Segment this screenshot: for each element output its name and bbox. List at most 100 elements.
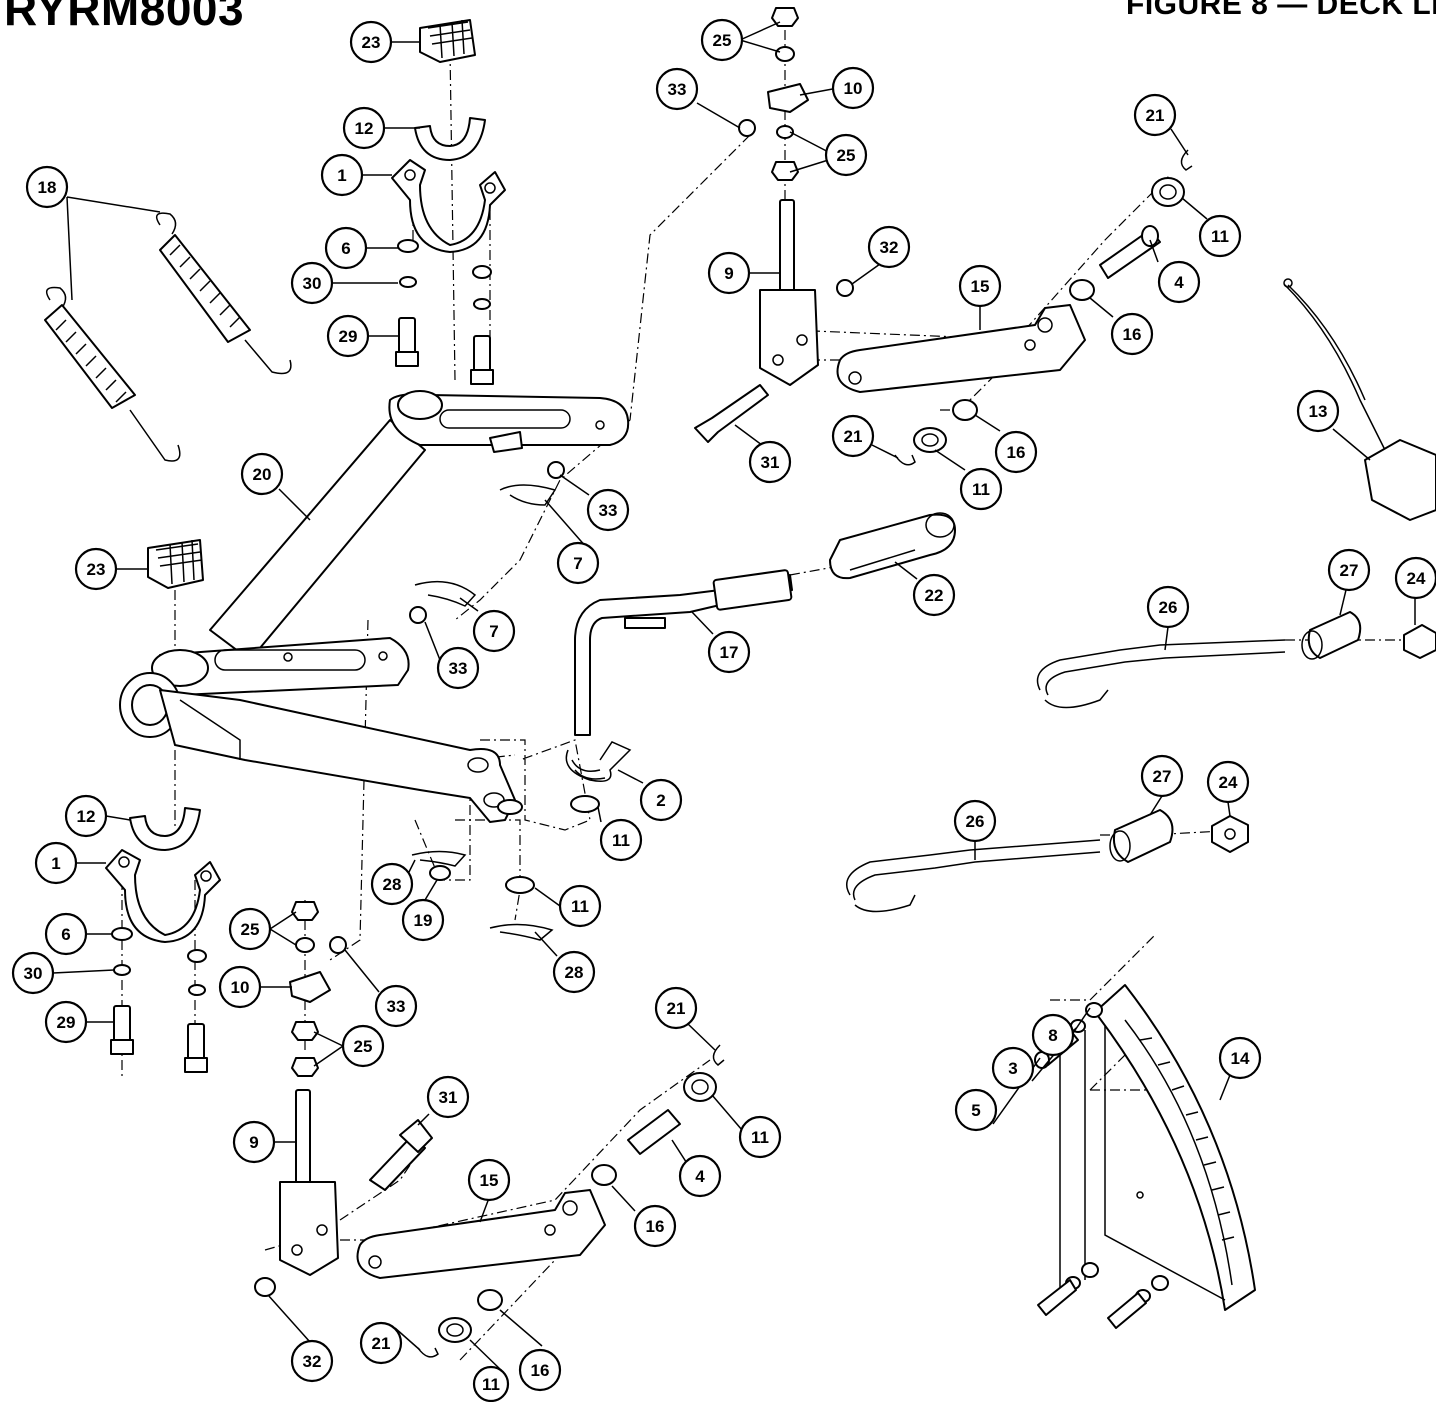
callout-11: 11 bbox=[1198, 214, 1242, 258]
callout-15: 15 bbox=[958, 264, 1002, 308]
callout-16: 16 bbox=[633, 1204, 677, 1248]
callout-13: 13 bbox=[1296, 389, 1340, 433]
callout-2: 2 bbox=[639, 778, 683, 822]
svg-text:33: 33 bbox=[599, 501, 618, 520]
callout-30: 30 bbox=[290, 261, 334, 305]
callout-11: 11 bbox=[472, 1365, 510, 1402]
svg-text:25: 25 bbox=[354, 1037, 373, 1056]
part-shapes bbox=[44, 7, 1436, 1358]
svg-text:11: 11 bbox=[972, 480, 990, 499]
svg-text:21: 21 bbox=[1146, 106, 1165, 125]
callout-6: 6 bbox=[44, 912, 88, 956]
svg-text:28: 28 bbox=[383, 875, 402, 894]
svg-text:23: 23 bbox=[87, 560, 106, 579]
svg-text:11: 11 bbox=[571, 897, 589, 916]
callout-26: 26 bbox=[953, 799, 997, 843]
svg-text:15: 15 bbox=[480, 1171, 499, 1190]
svg-text:6: 6 bbox=[341, 239, 350, 258]
callout-10: 10 bbox=[831, 66, 875, 110]
callout-4: 4 bbox=[1157, 260, 1201, 304]
svg-text:15: 15 bbox=[971, 277, 990, 296]
callout-7: 7 bbox=[472, 609, 516, 653]
svg-text:21: 21 bbox=[667, 999, 686, 1018]
callout-11: 11 bbox=[599, 818, 643, 862]
svg-text:28: 28 bbox=[565, 963, 584, 982]
svg-text:27: 27 bbox=[1340, 561, 1359, 580]
callout-9: 9 bbox=[707, 251, 751, 295]
svg-text:16: 16 bbox=[1123, 325, 1142, 344]
svg-text:25: 25 bbox=[241, 920, 260, 939]
callout-25: 25 bbox=[824, 133, 868, 177]
svg-text:32: 32 bbox=[880, 238, 899, 257]
callout-16: 16 bbox=[518, 1348, 562, 1392]
svg-text:16: 16 bbox=[646, 1217, 665, 1236]
leader-lines bbox=[52, 21, 1416, 1372]
svg-text:10: 10 bbox=[231, 978, 250, 997]
callout-3: 3 bbox=[991, 1046, 1035, 1090]
model-title: RYRM8003 bbox=[4, 0, 245, 35]
svg-text:30: 30 bbox=[24, 964, 43, 983]
callout-30: 30 bbox=[11, 951, 55, 995]
callout-27: 27 bbox=[1140, 754, 1184, 798]
svg-text:23: 23 bbox=[362, 33, 381, 52]
callout-25: 25 bbox=[341, 1024, 385, 1068]
callout-28: 28 bbox=[552, 950, 596, 994]
svg-text:10: 10 bbox=[844, 79, 863, 98]
svg-text:11: 11 bbox=[612, 831, 630, 850]
callout-23: 23 bbox=[349, 20, 393, 64]
svg-text:21: 21 bbox=[844, 427, 863, 446]
callout-19: 19 bbox=[401, 898, 445, 942]
svg-text:4: 4 bbox=[1174, 273, 1184, 292]
svg-text:7: 7 bbox=[489, 622, 498, 641]
callout-1: 1 bbox=[320, 153, 364, 197]
callout-12: 12 bbox=[342, 106, 386, 150]
svg-text:25: 25 bbox=[837, 146, 856, 165]
callout-21: 21 bbox=[359, 1321, 403, 1365]
svg-text:29: 29 bbox=[339, 327, 358, 346]
callout-25: 25 bbox=[700, 18, 744, 62]
svg-text:1: 1 bbox=[51, 854, 60, 873]
svg-text:26: 26 bbox=[966, 812, 985, 831]
svg-text:17: 17 bbox=[720, 643, 739, 662]
svg-text:33: 33 bbox=[668, 80, 687, 99]
callout-8: 8 bbox=[1031, 1013, 1075, 1057]
callout-6: 6 bbox=[324, 226, 368, 270]
svg-text:16: 16 bbox=[1007, 443, 1026, 462]
svg-text:24: 24 bbox=[1407, 569, 1426, 588]
svg-text:11: 11 bbox=[751, 1128, 769, 1147]
callout-23: 23 bbox=[74, 547, 118, 591]
callout-33: 33 bbox=[655, 67, 699, 111]
callout-20: 20 bbox=[240, 452, 284, 496]
svg-text:7: 7 bbox=[573, 554, 582, 573]
callout-16: 16 bbox=[1110, 312, 1154, 356]
svg-text:26: 26 bbox=[1159, 598, 1178, 617]
callout-11: 11 bbox=[738, 1115, 782, 1159]
svg-text:12: 12 bbox=[77, 807, 96, 826]
svg-text:33: 33 bbox=[387, 997, 406, 1016]
callout-29: 29 bbox=[44, 1000, 88, 1044]
svg-text:25: 25 bbox=[713, 31, 732, 50]
callout-24: 24 bbox=[1206, 760, 1250, 804]
callout-25: 25 bbox=[228, 907, 272, 951]
svg-text:31: 31 bbox=[439, 1088, 458, 1107]
callout-32: 32 bbox=[867, 225, 911, 269]
callout-33: 33 bbox=[436, 646, 480, 690]
callout-18: 18 bbox=[25, 165, 69, 209]
svg-text:31: 31 bbox=[761, 453, 780, 472]
callout-14: 14 bbox=[1218, 1036, 1262, 1080]
svg-text:9: 9 bbox=[724, 264, 733, 283]
svg-text:8: 8 bbox=[1048, 1026, 1057, 1045]
callout-33: 33 bbox=[586, 488, 630, 532]
callout-22: 22 bbox=[912, 573, 956, 617]
svg-text:1: 1 bbox=[337, 166, 346, 185]
callout-31: 31 bbox=[426, 1075, 470, 1119]
svg-text:22: 22 bbox=[925, 586, 944, 605]
callout-24: 24 bbox=[1394, 556, 1436, 600]
callout-9: 9 bbox=[232, 1120, 276, 1164]
callout-11: 11 bbox=[558, 884, 602, 928]
svg-text:20: 20 bbox=[253, 465, 272, 484]
callout-17: 17 bbox=[707, 630, 751, 674]
svg-text:14: 14 bbox=[1231, 1049, 1250, 1068]
figure-title: FIGURE 8 — DECK LIFT bbox=[1126, 0, 1436, 21]
